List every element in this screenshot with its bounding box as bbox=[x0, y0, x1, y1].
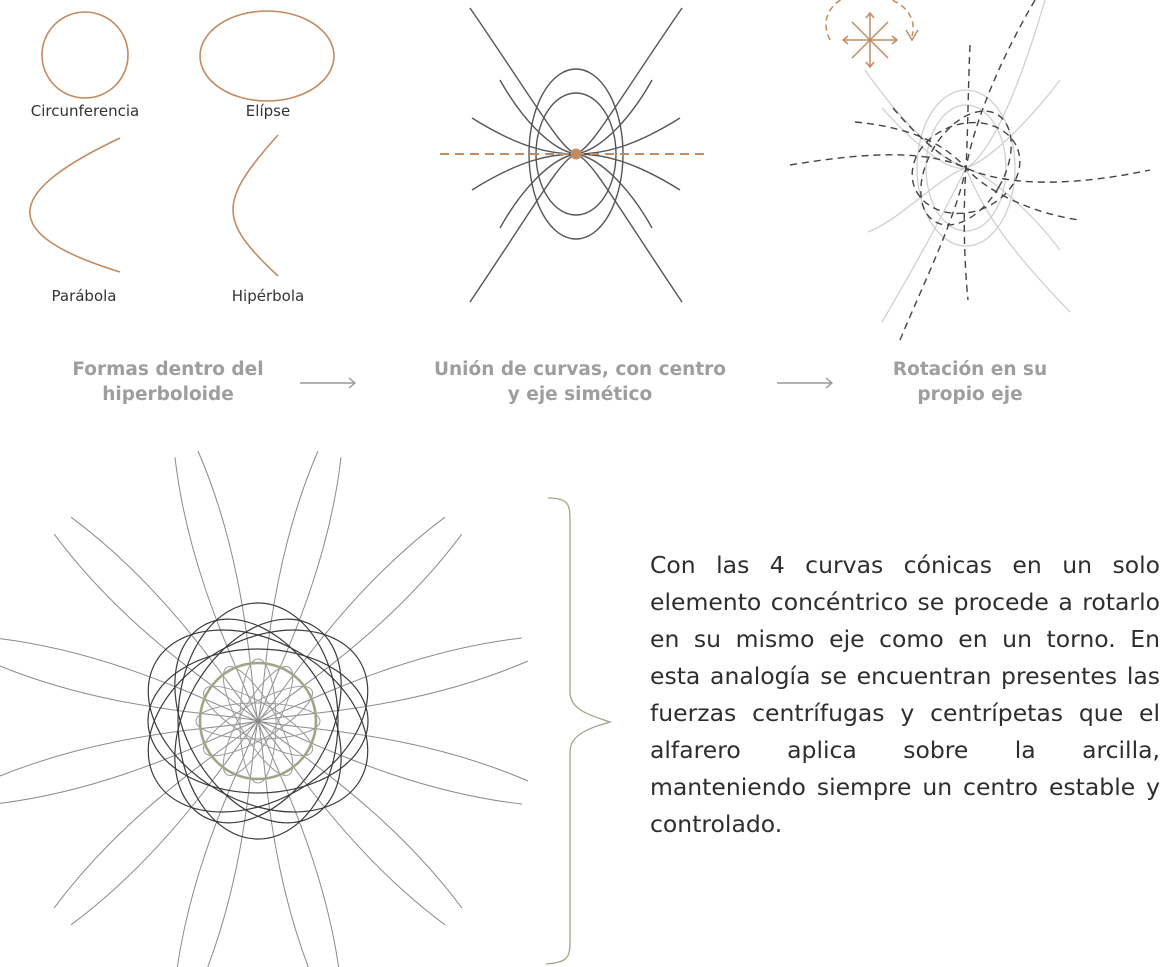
label-hiperbola: Hipérbola bbox=[231, 287, 305, 305]
step-caption-3: Rotación en su propio eje bbox=[860, 357, 1080, 407]
circle-shape bbox=[41, 11, 129, 99]
pattern-ellipse-4 bbox=[147, 648, 369, 794]
step-caption-1: Formas dentro del hiperboloide bbox=[48, 357, 288, 407]
pattern-center-circle bbox=[198, 661, 318, 781]
rotation-panel bbox=[789, 0, 1151, 341]
ellipse-shape bbox=[199, 10, 335, 102]
label-circunferencia: Circunferencia bbox=[30, 102, 140, 120]
step-caption-2-line1: Unión de curvas, con centro bbox=[433, 359, 727, 380]
parabola-shape bbox=[29, 137, 121, 273]
pattern-ellipse-1 bbox=[147, 629, 369, 813]
label-parabola: Parábola bbox=[51, 287, 117, 305]
pattern-arm-11 bbox=[70, 457, 259, 723]
pattern-petal-3 bbox=[195, 702, 321, 740]
description-paragraph: Con las 4 curvas cónicas en un solo elem… bbox=[650, 551, 1160, 838]
pattern-petal-4 bbox=[203, 685, 313, 757]
label-elipse: Elípse bbox=[245, 102, 291, 120]
step-caption-2-line2: y eje simético bbox=[507, 384, 653, 405]
step-caption-3-line1: Rotación en su bbox=[892, 359, 1048, 380]
rotation-star-icon bbox=[825, 0, 919, 69]
step-caption-2: Unión de curvas, con centro y eje siméti… bbox=[410, 357, 750, 407]
step-caption-3-line2: propio eje bbox=[917, 384, 1023, 405]
arrow-right-icon-2 bbox=[777, 377, 834, 389]
pattern-petal-0 bbox=[239, 658, 277, 784]
arrow-right-icon-1 bbox=[300, 377, 357, 389]
conic-shapes-panel bbox=[29, 10, 335, 277]
curly-brace-icon bbox=[545, 497, 613, 965]
pattern-petal-2 bbox=[203, 685, 313, 757]
rotational-pattern bbox=[0, 450, 529, 967]
hyperbola-shape bbox=[232, 134, 279, 277]
pattern-ellipse-5 bbox=[174, 618, 342, 824]
pattern-petal-1 bbox=[222, 666, 294, 776]
pattern-ellipse-0 bbox=[177, 602, 339, 840]
pattern-arm-6 bbox=[207, 719, 309, 967]
step-caption-1-line2: hiperboloide bbox=[102, 384, 234, 405]
pattern-ellipse-3 bbox=[174, 618, 342, 824]
step-caption-1-line1: Formas dentro del bbox=[72, 359, 264, 380]
center-point bbox=[570, 148, 582, 160]
pattern-petal-5 bbox=[222, 666, 294, 776]
pattern-ellipse-2 bbox=[147, 629, 369, 813]
